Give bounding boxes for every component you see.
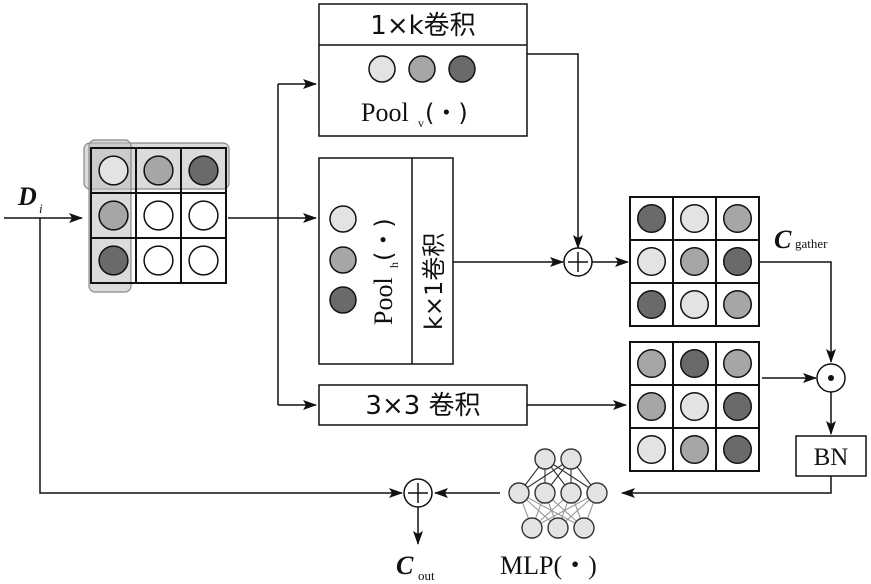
grid-cell-circle xyxy=(188,200,219,231)
grid-cell-circle xyxy=(636,246,667,277)
output-label: C out xyxy=(396,551,435,583)
gather-grid xyxy=(629,196,760,327)
grid-cell-circle xyxy=(98,200,129,231)
svg-text:i: i xyxy=(39,201,43,216)
grid-cell-circle xyxy=(679,348,710,379)
mlp-node xyxy=(508,482,530,504)
mlp-node xyxy=(521,517,543,539)
mlp-link xyxy=(531,492,598,529)
top-branch-title: 1×k卷积 xyxy=(370,11,475,41)
mlp-node xyxy=(534,482,556,504)
top-branch-box: 1×k卷积 Pool v (・) xyxy=(318,3,528,137)
output-sum-node xyxy=(403,478,433,508)
grid-cell-circle xyxy=(722,203,753,234)
grid-cell-circle xyxy=(722,434,753,465)
svg-text:D: D xyxy=(17,182,37,211)
grid-cell xyxy=(715,282,760,327)
svg-text:C: C xyxy=(396,551,414,580)
mlp-node xyxy=(573,517,595,539)
grid-cell-circle xyxy=(722,289,753,320)
svg-text:gather: gather xyxy=(795,236,828,251)
input-feature-grid xyxy=(83,139,230,293)
conv-result-grid xyxy=(629,341,760,472)
grid-cell-circle xyxy=(188,245,219,276)
grid-cell-circle xyxy=(98,155,129,186)
grid-cell-circle xyxy=(188,155,219,186)
sum-node xyxy=(563,247,593,277)
input-label: D i xyxy=(17,182,43,216)
svg-text:v: v xyxy=(418,116,424,130)
svg-text:(・): (・) xyxy=(425,99,468,127)
mlp-node xyxy=(586,482,608,504)
grid-cell xyxy=(180,237,227,284)
mlp-network xyxy=(508,448,608,539)
branch-split-lines xyxy=(228,79,317,410)
pooled-circle-dark xyxy=(329,286,357,314)
svg-text:Pool: Pool xyxy=(361,98,409,127)
grid-cell-circle xyxy=(143,200,174,231)
mlp-node xyxy=(560,482,582,504)
grid-cell-circle xyxy=(98,245,129,276)
grid-cell-circle xyxy=(143,245,174,276)
mlp-node xyxy=(534,448,556,470)
grid-cell-circle xyxy=(636,203,667,234)
grid-cell-circle xyxy=(722,348,753,379)
grid-cell-circle xyxy=(679,391,710,422)
svg-text:C: C xyxy=(774,225,792,254)
multiply-node xyxy=(816,363,846,393)
grid-cell-circle xyxy=(679,246,710,277)
bn-label: BN xyxy=(814,444,849,471)
pooled-circle-light xyxy=(329,205,357,233)
pooled-circle-dark xyxy=(448,55,476,83)
bn-box: BN xyxy=(795,435,867,477)
grid-cell-circle xyxy=(722,246,753,277)
svg-text:Pool: Pool xyxy=(369,277,398,325)
gather-label: C gather xyxy=(774,225,828,254)
grid-cell-circle xyxy=(636,391,667,422)
gather-to-mult-line xyxy=(760,261,836,363)
grid-cell-circle xyxy=(679,289,710,320)
grid-cell-circle xyxy=(679,434,710,465)
pooled-circle-mid xyxy=(408,55,436,83)
top-to-sum-line xyxy=(527,53,583,249)
middle-branch-box: Pool h (・) k×1卷积 xyxy=(318,157,454,365)
mlp-node xyxy=(560,448,582,470)
svg-text:(・): (・) xyxy=(370,218,398,261)
pool-v-label: Pool v (・) xyxy=(361,98,468,130)
pooled-circle-mid xyxy=(329,246,357,274)
skip-connection-line xyxy=(39,218,403,498)
mlp-label: MLP(・) xyxy=(500,551,597,580)
bottom-branch-box: 3×3 卷积 xyxy=(318,384,528,426)
bottom-conv-label: 3×3 卷积 xyxy=(365,391,480,421)
middle-conv-label: k×1卷积 xyxy=(420,233,448,330)
grid-cell-circle xyxy=(636,434,667,465)
svg-text:out: out xyxy=(418,568,435,583)
grid-cell-circle xyxy=(679,203,710,234)
grid-cell-circle xyxy=(722,391,753,422)
svg-text:h: h xyxy=(387,262,401,268)
grid-cell-circle xyxy=(636,289,667,320)
bn-to-mlp-line xyxy=(621,476,832,498)
pool-h-label: Pool h (・) xyxy=(369,218,401,325)
pooled-circle-light xyxy=(368,55,396,83)
grid-cell xyxy=(715,427,760,472)
mlp-node xyxy=(547,517,569,539)
grid-cell-circle xyxy=(143,155,174,186)
grid-cell-circle xyxy=(636,348,667,379)
